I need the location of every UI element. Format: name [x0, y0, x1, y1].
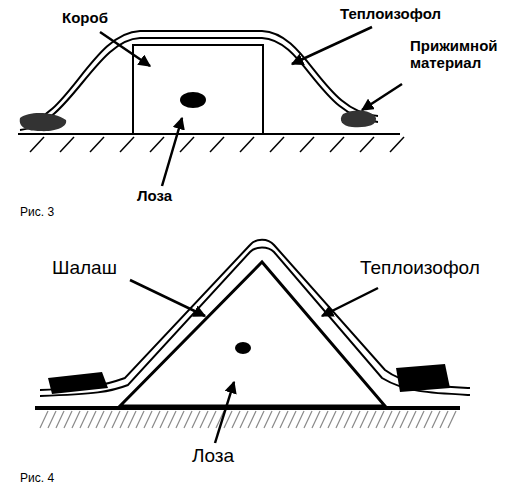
hatch-stroke — [240, 411, 248, 428]
vine-dot — [235, 342, 251, 354]
hatch-stroke — [240, 137, 254, 152]
leader-line — [100, 32, 150, 66]
hatch-stroke — [376, 411, 384, 428]
hatch-stroke — [152, 411, 160, 428]
hatch-stroke — [392, 411, 400, 428]
hatch-stroke — [88, 411, 96, 428]
hatch-stroke — [296, 411, 304, 428]
hatch-stroke — [96, 411, 104, 428]
leader-line — [292, 27, 372, 64]
hatch-stroke — [176, 411, 184, 428]
weight-block — [396, 364, 450, 392]
hatch-stroke — [360, 411, 368, 428]
hatch-stroke — [80, 411, 88, 428]
hatch-stroke — [104, 411, 112, 428]
hatch-stroke — [48, 411, 56, 428]
hatch-stroke — [272, 411, 280, 428]
hatch-stroke — [248, 411, 256, 428]
hatch-stroke — [344, 411, 352, 428]
hatch-stroke — [400, 411, 408, 428]
weight-blob — [341, 111, 376, 128]
hatch-stroke — [408, 411, 416, 428]
hatch-stroke — [184, 411, 192, 428]
hatch-stroke — [210, 137, 224, 152]
hatch-stroke — [448, 411, 456, 428]
insulation-inner — [22, 31, 378, 124]
part-label: Лоза — [192, 446, 234, 467]
hatch-stroke — [180, 137, 194, 152]
hatch-stroke — [150, 137, 164, 152]
part-label: Короб — [62, 10, 108, 27]
hatch-stroke — [304, 411, 312, 428]
hatch-stroke — [312, 411, 320, 428]
part-label: Теплоизофол — [340, 6, 441, 23]
hatch-stroke — [30, 137, 44, 152]
hatch-stroke — [256, 411, 264, 428]
leader-line — [322, 288, 378, 316]
hatch-stroke — [112, 411, 120, 428]
part-label: Рис. 3 — [20, 206, 54, 219]
hatch-stroke — [360, 137, 374, 152]
hatch-stroke — [264, 411, 272, 428]
part-label: Прижимной материал — [410, 38, 510, 71]
hatch-stroke — [72, 411, 80, 428]
hatch-stroke — [368, 411, 376, 428]
hatch-stroke — [440, 411, 448, 428]
box-korob — [133, 45, 263, 134]
part-label: Рис. 4 — [20, 472, 54, 485]
hatch-stroke — [60, 137, 74, 152]
hatch-stroke — [416, 411, 424, 428]
hatch-stroke — [56, 411, 64, 428]
hatch-stroke — [280, 411, 288, 428]
hatch-stroke — [208, 411, 216, 428]
hatch-stroke — [128, 411, 136, 428]
hatch-stroke — [144, 411, 152, 428]
hatch-stroke — [288, 411, 296, 428]
hatch-stroke — [270, 137, 284, 152]
leader-line — [215, 382, 234, 443]
hatch-stroke — [424, 411, 432, 428]
vine-dot — [180, 92, 206, 108]
hatch-stroke — [64, 411, 72, 428]
hatch-stroke — [390, 137, 404, 152]
hatch-stroke — [136, 411, 144, 428]
leader-line — [362, 84, 402, 110]
hatch-stroke — [328, 411, 336, 428]
hatch-stroke — [40, 411, 48, 428]
hatch-stroke — [90, 137, 104, 152]
hatch-stroke — [168, 411, 176, 428]
part-label: Лоза — [137, 188, 172, 205]
weight-blob — [20, 113, 66, 131]
hatch-stroke — [120, 137, 134, 152]
hatch-stroke — [384, 411, 392, 428]
hatch-stroke — [352, 411, 360, 428]
hatch-stroke — [160, 411, 168, 428]
hatch-stroke — [300, 137, 314, 152]
hatch-stroke — [320, 411, 328, 428]
hatch-stroke — [232, 411, 240, 428]
hatch-stroke — [336, 411, 344, 428]
weight-block — [48, 372, 108, 394]
leader-line — [130, 280, 205, 316]
hatch-stroke — [330, 137, 344, 152]
hatch-stroke — [200, 411, 208, 428]
leader-line — [162, 118, 182, 186]
part-label: Теплоизофол — [360, 258, 480, 279]
hatch-stroke — [192, 411, 200, 428]
hatch-stroke — [432, 411, 440, 428]
part-label: Шалаш — [52, 258, 117, 279]
hatch-stroke — [120, 411, 128, 428]
